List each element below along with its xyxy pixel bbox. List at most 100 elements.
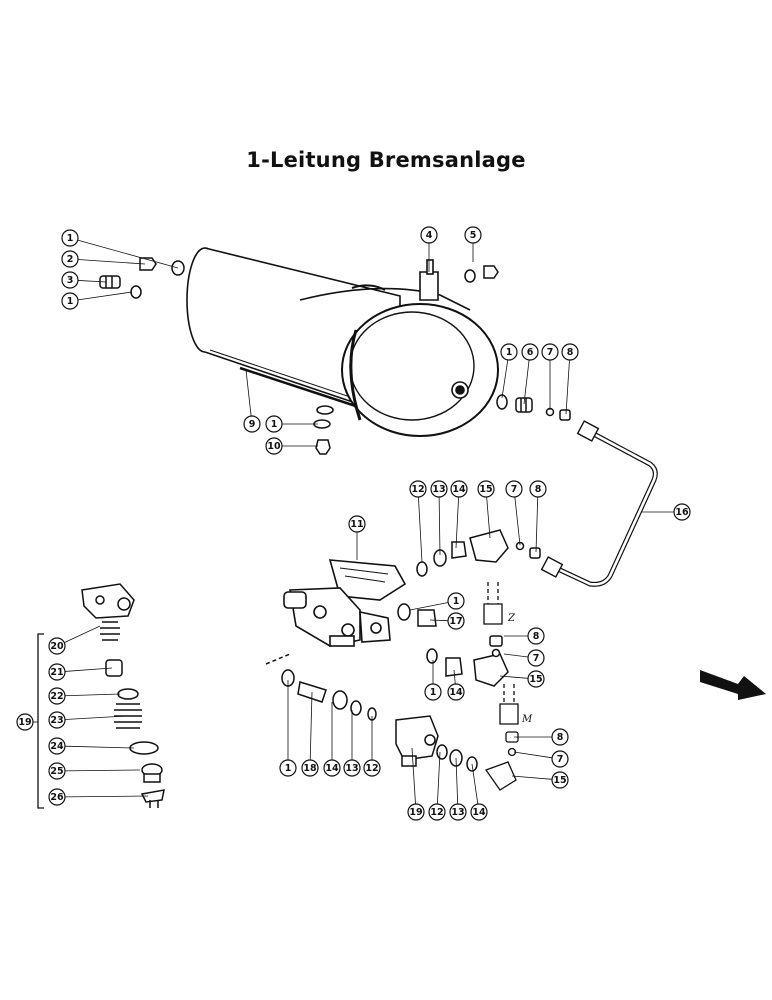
leader-line bbox=[77, 239, 179, 269]
callout-c15c: 15 bbox=[551, 771, 569, 789]
callout-number: 10 bbox=[267, 441, 281, 452]
callout-circle bbox=[61, 271, 79, 289]
callout-c9: 9 bbox=[243, 415, 261, 433]
callout-number: 1 bbox=[67, 233, 74, 244]
callout-circle bbox=[48, 788, 66, 806]
callout-number: 9 bbox=[249, 419, 256, 430]
leader-line bbox=[64, 715, 127, 720]
callout-number: 1 bbox=[271, 419, 278, 430]
callout-circle bbox=[348, 515, 366, 533]
air-tank bbox=[186, 247, 499, 437]
valve-19-exploded bbox=[81, 583, 165, 808]
leader-line bbox=[64, 667, 113, 672]
callout-circle bbox=[450, 480, 468, 498]
leader-line bbox=[245, 369, 252, 417]
pipe-stubs bbox=[483, 582, 519, 791]
callout-circle bbox=[551, 750, 569, 768]
callout-circle bbox=[61, 250, 79, 268]
callout-c15a: 15 bbox=[477, 480, 495, 498]
callout-number: 19 bbox=[18, 717, 31, 728]
callout-c14b: 14 bbox=[447, 683, 465, 701]
callout-c1f: 1 bbox=[424, 683, 442, 701]
callout-c15b: 15 bbox=[527, 670, 545, 688]
leader-line bbox=[453, 669, 456, 685]
leader-line bbox=[523, 359, 530, 405]
callout-circle bbox=[447, 683, 465, 701]
callout-circle bbox=[424, 683, 442, 701]
callout-number: 5 bbox=[470, 230, 477, 241]
callout-number: 23 bbox=[50, 715, 63, 726]
callout-c13a: 13 bbox=[430, 480, 448, 498]
leader-line bbox=[503, 653, 529, 658]
callout-circle bbox=[551, 728, 569, 746]
callout-circle bbox=[551, 771, 569, 789]
callout-number: 1 bbox=[285, 763, 292, 774]
leader-line bbox=[437, 751, 441, 805]
callout-circle bbox=[470, 803, 488, 821]
callout-circle bbox=[447, 592, 465, 610]
leader-line bbox=[64, 795, 149, 798]
leader-line bbox=[471, 763, 479, 805]
callout-circle bbox=[449, 803, 467, 821]
callout-circle bbox=[420, 226, 438, 244]
callout-circle bbox=[48, 711, 66, 729]
leader-line bbox=[455, 496, 459, 549]
leader-line bbox=[511, 775, 553, 780]
group-bracket bbox=[37, 633, 44, 809]
callout-number: 1 bbox=[67, 296, 74, 307]
callout-number: 13 bbox=[432, 484, 445, 495]
callout-number: 1 bbox=[453, 596, 460, 607]
callout-c8c: 8 bbox=[527, 627, 545, 645]
leader-line bbox=[501, 359, 509, 399]
callout-circle bbox=[409, 480, 427, 498]
callout-c1b: 1 bbox=[61, 292, 79, 310]
leader-line bbox=[499, 675, 529, 679]
direction-arrow-icon bbox=[700, 670, 766, 700]
callout-number: 11 bbox=[350, 519, 363, 530]
callout-circle bbox=[505, 480, 523, 498]
callout-c1d: 1 bbox=[265, 415, 283, 433]
callout-circle bbox=[477, 480, 495, 498]
callout-c1c: 1 bbox=[500, 343, 518, 361]
leader-line bbox=[418, 496, 423, 563]
callout-number: 21 bbox=[50, 667, 63, 678]
leader-line bbox=[535, 496, 539, 553]
callout-circle bbox=[447, 612, 465, 630]
callout-c1e: 1 bbox=[447, 592, 465, 610]
callout-c2: 2 bbox=[61, 250, 79, 268]
callout-c24: 24 bbox=[48, 737, 66, 755]
callout-c3: 3 bbox=[61, 271, 79, 289]
callout-c18: 18 bbox=[301, 759, 319, 777]
leader-line bbox=[514, 496, 521, 546]
callout-circle bbox=[16, 713, 34, 731]
callout-number: 6 bbox=[527, 347, 534, 358]
callout-circle bbox=[48, 762, 66, 780]
callout-circle bbox=[48, 663, 66, 681]
callout-c11: 11 bbox=[348, 515, 366, 533]
callout-number: 26 bbox=[50, 792, 64, 803]
callout-number: 13 bbox=[345, 763, 358, 774]
tank-fittings bbox=[99, 257, 571, 455]
callout-circle bbox=[61, 229, 79, 247]
callout-c12b: 12 bbox=[363, 759, 381, 777]
brake-pipe bbox=[540, 420, 658, 587]
callout-number: 12 bbox=[430, 807, 443, 818]
callout-circle bbox=[407, 803, 425, 821]
callout-number: 3 bbox=[67, 275, 74, 286]
callout-c1a: 1 bbox=[61, 229, 79, 247]
callout-number: 14 bbox=[449, 687, 463, 698]
callout-circle bbox=[561, 343, 579, 361]
callout-c25: 25 bbox=[48, 762, 66, 780]
callout-c7a: 7 bbox=[541, 343, 559, 361]
callout-c7d: 7 bbox=[551, 750, 569, 768]
leader-line bbox=[64, 693, 121, 697]
callout-circle bbox=[428, 803, 446, 821]
callout-number: 17 bbox=[449, 616, 462, 627]
callout-number: 7 bbox=[547, 347, 554, 358]
callout-c4: 4 bbox=[420, 226, 438, 244]
valve-fittings bbox=[397, 529, 541, 687]
valve-19-lower bbox=[395, 715, 478, 772]
callout-circle bbox=[265, 415, 283, 433]
